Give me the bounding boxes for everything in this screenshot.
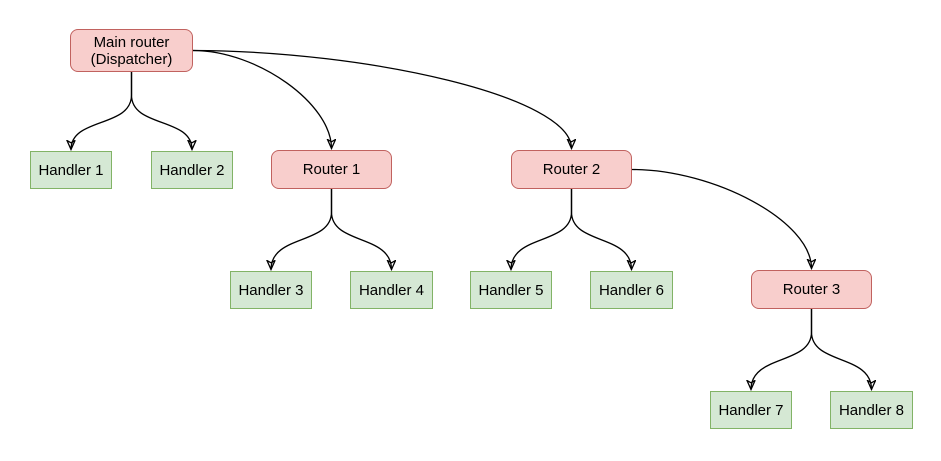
node-router-1: Router 1	[271, 150, 392, 189]
node-router-2: Router 2	[511, 150, 632, 189]
edge-router2-to-router3	[631, 168, 812, 269]
node-handler-3: Handler 3	[230, 271, 312, 309]
edge-router3-to-handler8	[810, 309, 872, 390]
edge-router3-to-handler7	[751, 309, 813, 390]
edge-router2-to-handler6	[570, 189, 632, 270]
node-handler-4: Handler 4	[350, 271, 433, 309]
edge-main-to-router2	[192, 49, 572, 149]
edge-main-to-router1	[192, 49, 332, 149]
node-handler-2: Handler 2	[151, 151, 233, 189]
node-handler-1: Handler 1	[30, 151, 112, 189]
edge-router1-to-handler3	[271, 189, 333, 270]
node-router-3: Router 3	[751, 270, 872, 309]
edge-main-to-handler1	[71, 72, 133, 150]
node-handler-6: Handler 6	[590, 271, 673, 309]
node-handler-7: Handler 7	[710, 391, 792, 429]
edge-main-to-handler2	[130, 72, 193, 150]
node-main-router: Main router (Dispatcher)	[70, 29, 193, 72]
node-handler-8: Handler 8	[830, 391, 913, 429]
edge-router2-to-handler5	[511, 189, 573, 270]
edge-router1-to-handler4	[330, 189, 392, 270]
node-handler-5: Handler 5	[470, 271, 552, 309]
